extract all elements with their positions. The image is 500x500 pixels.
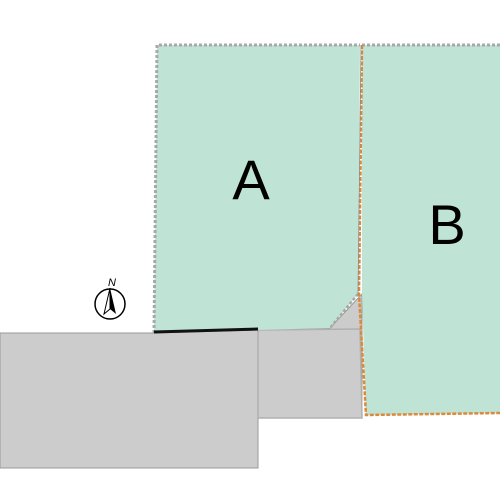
road-area-link [257, 328, 363, 419]
lot-a-boundary [152, 43, 360, 334]
north-arrow-letter: N [108, 277, 116, 289]
lot-b-label: B [428, 193, 465, 256]
lot-a-label: A [232, 148, 270, 211]
lot-a-access-boundary [329, 293, 359, 329]
lot-a-parcel[interactable] [154, 45, 360, 333]
lot-b-orange-boundary [357, 44, 500, 417]
north-arrow-icon: N [94, 277, 126, 320]
lot-a-frontage-line [153, 327, 259, 334]
lot-ab-divider-line [357, 44, 362, 295]
lot-b-parcel[interactable] [362, 45, 500, 415]
road-area-main [0, 329, 259, 469]
